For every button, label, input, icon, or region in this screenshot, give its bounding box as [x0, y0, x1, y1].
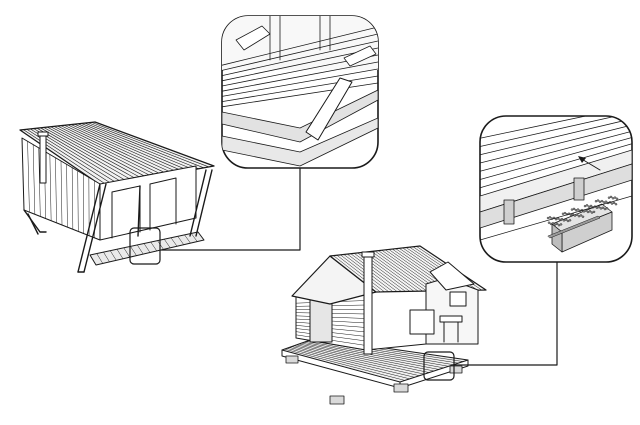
detail-floor-boards	[222, 26, 378, 108]
cabin-right-chimney	[363, 255, 373, 355]
detail-loose-plank	[305, 77, 353, 141]
detail-post	[503, 199, 515, 225]
cabin-on-blocks	[281, 245, 487, 405]
cabin-right-cabinet	[409, 309, 435, 335]
cabin-on-stilts	[19, 121, 215, 273]
cabin-left-front-wall	[99, 165, 197, 241]
cabin-left-window-frame	[149, 177, 177, 231]
cabin-right-window	[449, 291, 467, 307]
cabin-left-chimney	[39, 134, 47, 184]
detail-callout-foundation	[479, 115, 633, 263]
cabin-right-table	[439, 315, 463, 323]
leader-line-right	[451, 259, 558, 366]
detail-callout-deck-boards	[221, 15, 379, 169]
detail-top-boards	[480, 116, 632, 189]
cabin-left-deck	[89, 231, 205, 266]
leader-lines	[159, 167, 558, 366]
cabin-right-door	[309, 299, 333, 343]
cabin-left-callout-marker	[129, 227, 161, 265]
cabin-right-callout-marker	[423, 351, 455, 381]
leader-line-top	[159, 167, 301, 251]
cabin-right-foundation-blocks	[285, 355, 463, 405]
cabin-left-door-frame	[111, 185, 141, 239]
